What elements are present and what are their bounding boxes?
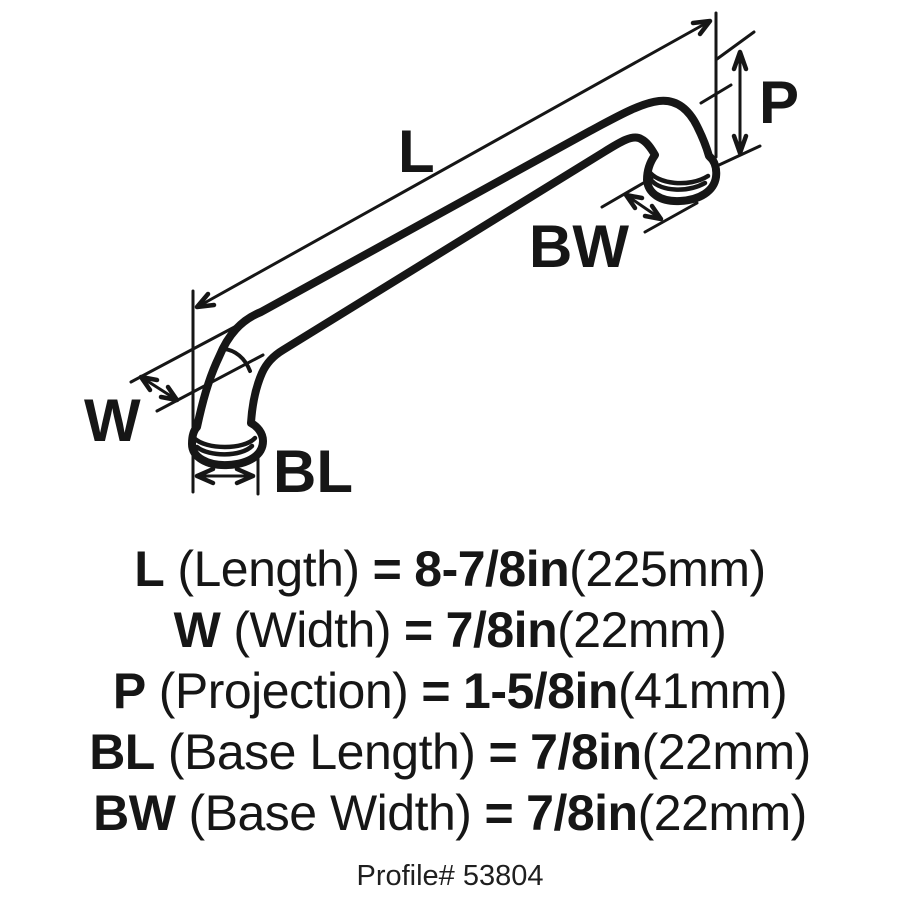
equals-sign: = [421, 663, 451, 719]
left-foot-rings [191, 435, 258, 457]
spec-name: (Width) [233, 602, 391, 658]
spec-name: (Projection) [158, 663, 409, 719]
spec-imperial-value: 7/8in [526, 785, 638, 841]
base-length-arrowhead-left [194, 466, 216, 486]
width-arrowhead-lower [158, 384, 180, 403]
base-width-arrowhead-lower [642, 203, 664, 222]
right-foot-rings [646, 168, 711, 192]
spec-metric-value: (22mm) [641, 724, 812, 780]
projection-tick-top [715, 30, 756, 61]
width-tick-upper [129, 295, 293, 384]
spec-abbr: W [173, 602, 221, 658]
length-arrowhead-left [194, 291, 217, 310]
base-width-label: BW [529, 213, 629, 280]
dimension-base-width: BW [529, 176, 699, 280]
spec-list: L(Length)=8-7/8in(225mm) W(Width)=7/8in(… [0, 539, 900, 893]
length-label: L [398, 118, 435, 185]
dimension-projection: P [699, 30, 799, 167]
spec-line-base-width: BW(Base Width)=7/8in(22mm) [0, 783, 900, 844]
spec-name: (Length) [177, 541, 360, 597]
spec-abbr: BW [93, 785, 176, 841]
profile-number: Profile# 53804 [356, 860, 544, 892]
equals-sign: = [488, 724, 518, 780]
left-foot-ring-upper [191, 435, 258, 450]
spec-imperial-value: 7/8in [445, 602, 558, 658]
equals-sign: = [372, 541, 402, 597]
spec-imperial-value: 7/8in [530, 724, 642, 780]
base-width-dimension-line [624, 193, 663, 221]
spec-abbr: P [112, 663, 146, 719]
handle-drawing [188, 96, 721, 470]
spec-line-length: L(Length)=8-7/8in(225mm) [0, 539, 900, 600]
elbow-bend-arc [222, 347, 252, 373]
handle-dimension-diagram: L P BW W [84, 11, 799, 505]
base-length-arrowhead-right [234, 466, 256, 486]
projection-arrowhead-bottom [731, 133, 749, 156]
spec-name: (Base Length) [167, 724, 476, 780]
spec-abbr: BL [89, 724, 155, 780]
dimension-base-length: BL [194, 438, 353, 505]
dimension-width: W [84, 295, 293, 454]
right-foot-ring-lower [649, 178, 708, 192]
handle-silhouette [188, 96, 721, 470]
base-width-tick-lower [643, 201, 699, 234]
projection-tick-bottom [717, 144, 762, 167]
spec-imperial-value: 8-7/8in [414, 541, 570, 597]
equals-sign: = [484, 785, 514, 841]
length-dimension-line [197, 19, 712, 308]
projection-arrowhead-top [731, 49, 749, 72]
base-length-label: BL [273, 438, 353, 505]
spec-metric-value: (41mm) [617, 663, 788, 719]
spec-metric-value: (22mm) [637, 785, 808, 841]
base-width-arrowhead-upper [623, 192, 645, 211]
left-foot-ring-lower [194, 443, 255, 457]
width-arrowhead-upper [138, 374, 160, 393]
spec-abbr: L [134, 541, 165, 597]
spec-metric-value: (225mm) [569, 541, 766, 597]
projection-label: P [759, 69, 799, 136]
width-label: W [84, 387, 141, 454]
spec-metric-value: (22mm) [557, 602, 727, 658]
spec-name: (Base Width) [188, 785, 472, 841]
equals-sign: = [403, 602, 433, 658]
spec-line-projection: P(Projection)=1-5/8in(41mm) [0, 661, 900, 722]
dimension-length: L [191, 11, 718, 494]
width-dimension-line [139, 375, 179, 402]
projection-tick-apex [699, 83, 733, 105]
right-foot-ring-upper [646, 168, 711, 186]
spec-line-width: W(Width)=7/8in(22mm) [0, 600, 900, 661]
length-arrowhead-right [690, 18, 713, 37]
spec-imperial-value: 1-5/8in [463, 663, 618, 719]
spec-line-base-length: BL(Base Length)=7/8in(22mm) [0, 722, 900, 783]
base-width-tick-upper [600, 176, 654, 209]
